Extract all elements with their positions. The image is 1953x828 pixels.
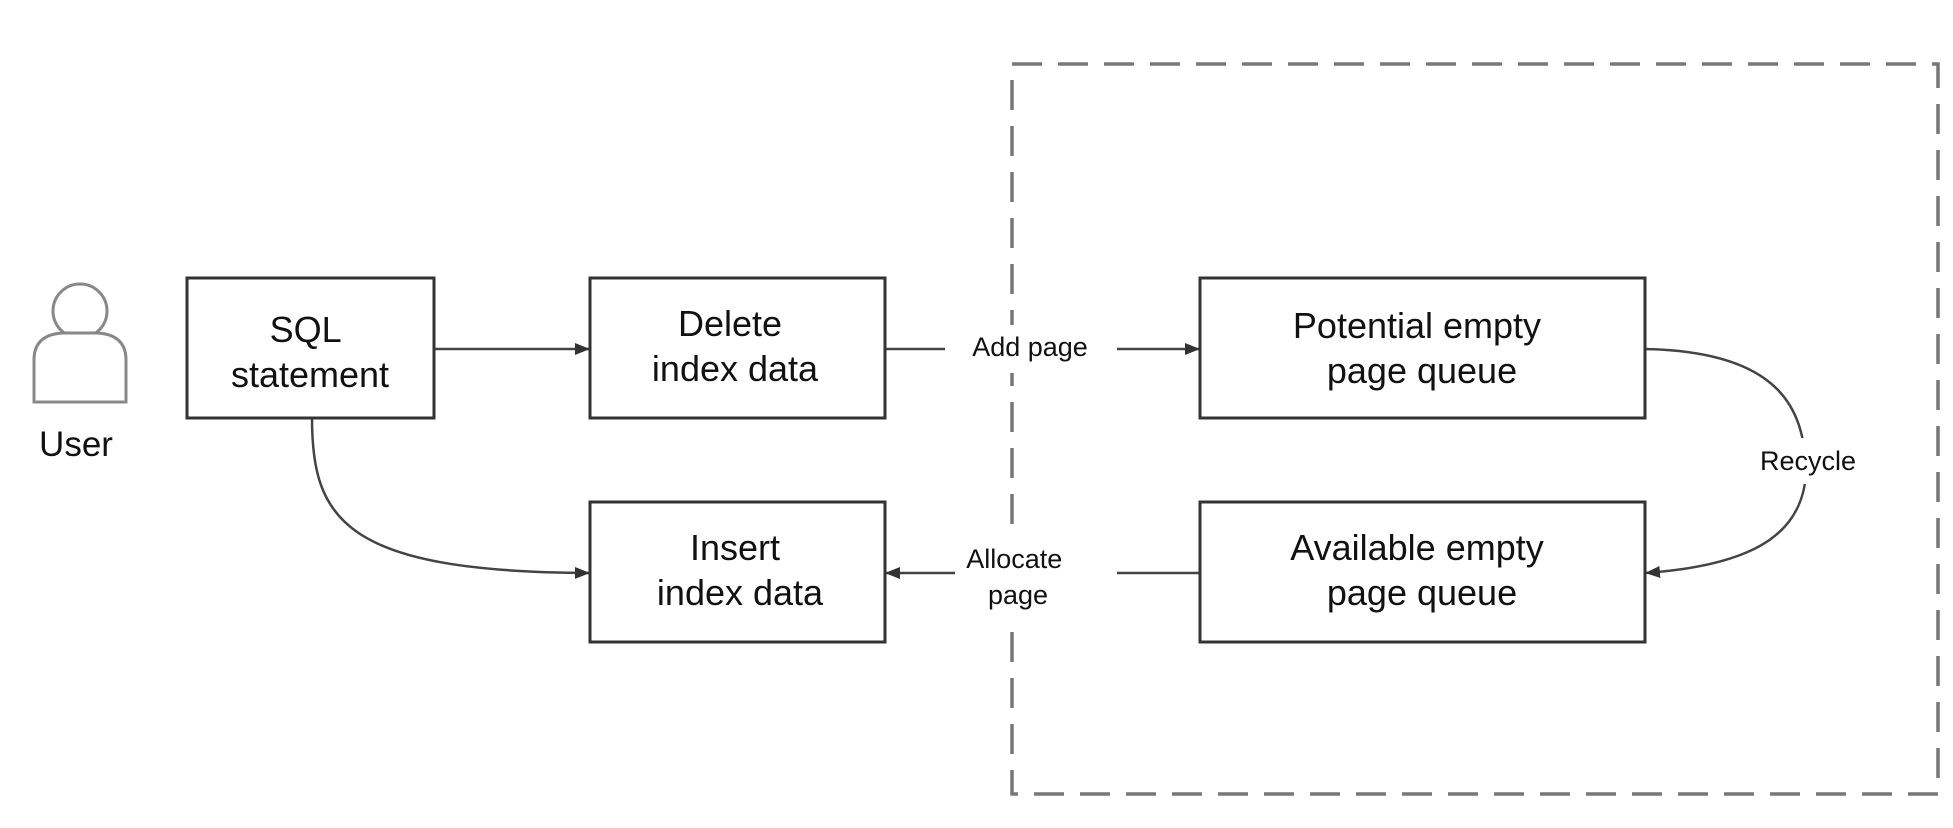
recycle-label-bg: [1748, 438, 1866, 484]
node-available-empty-page-queue: Available empty page queue: [1198, 500, 1647, 644]
svg-text:SQL statement: SQL statement: [231, 309, 389, 395]
user-label: User: [39, 425, 113, 464]
edge-label-add-page: Add page: [972, 332, 1088, 362]
node-sql-statement: SQL statement: [185, 276, 436, 420]
add-page-label-bg: [945, 325, 1117, 373]
allocate-page-label-bg: [955, 538, 1117, 618]
svg-text:Insert index data: Insert index data: [657, 527, 824, 613]
node-delete-index-data: Delete index data: [588, 276, 887, 420]
edge-label-allocate-page: Allocate page: [966, 544, 1070, 610]
dashed-boundary: [1010, 62, 1940, 796]
node-potential-empty-page-queue: Potential empty page queue: [1198, 276, 1647, 420]
node-insert-index-data: Insert index data: [588, 500, 887, 644]
user-icon: [32, 282, 128, 404]
svg-text:Delete index data: Delete index data: [652, 303, 819, 389]
edge-sql-to-insert: [310, 417, 591, 579]
edge-label-recycle: Recycle: [1760, 446, 1856, 476]
svg-text:Available empty page que: Available empty page queue: [1290, 527, 1554, 613]
svg-text:Potential empty page que: Potential empty page queue: [1293, 305, 1551, 391]
